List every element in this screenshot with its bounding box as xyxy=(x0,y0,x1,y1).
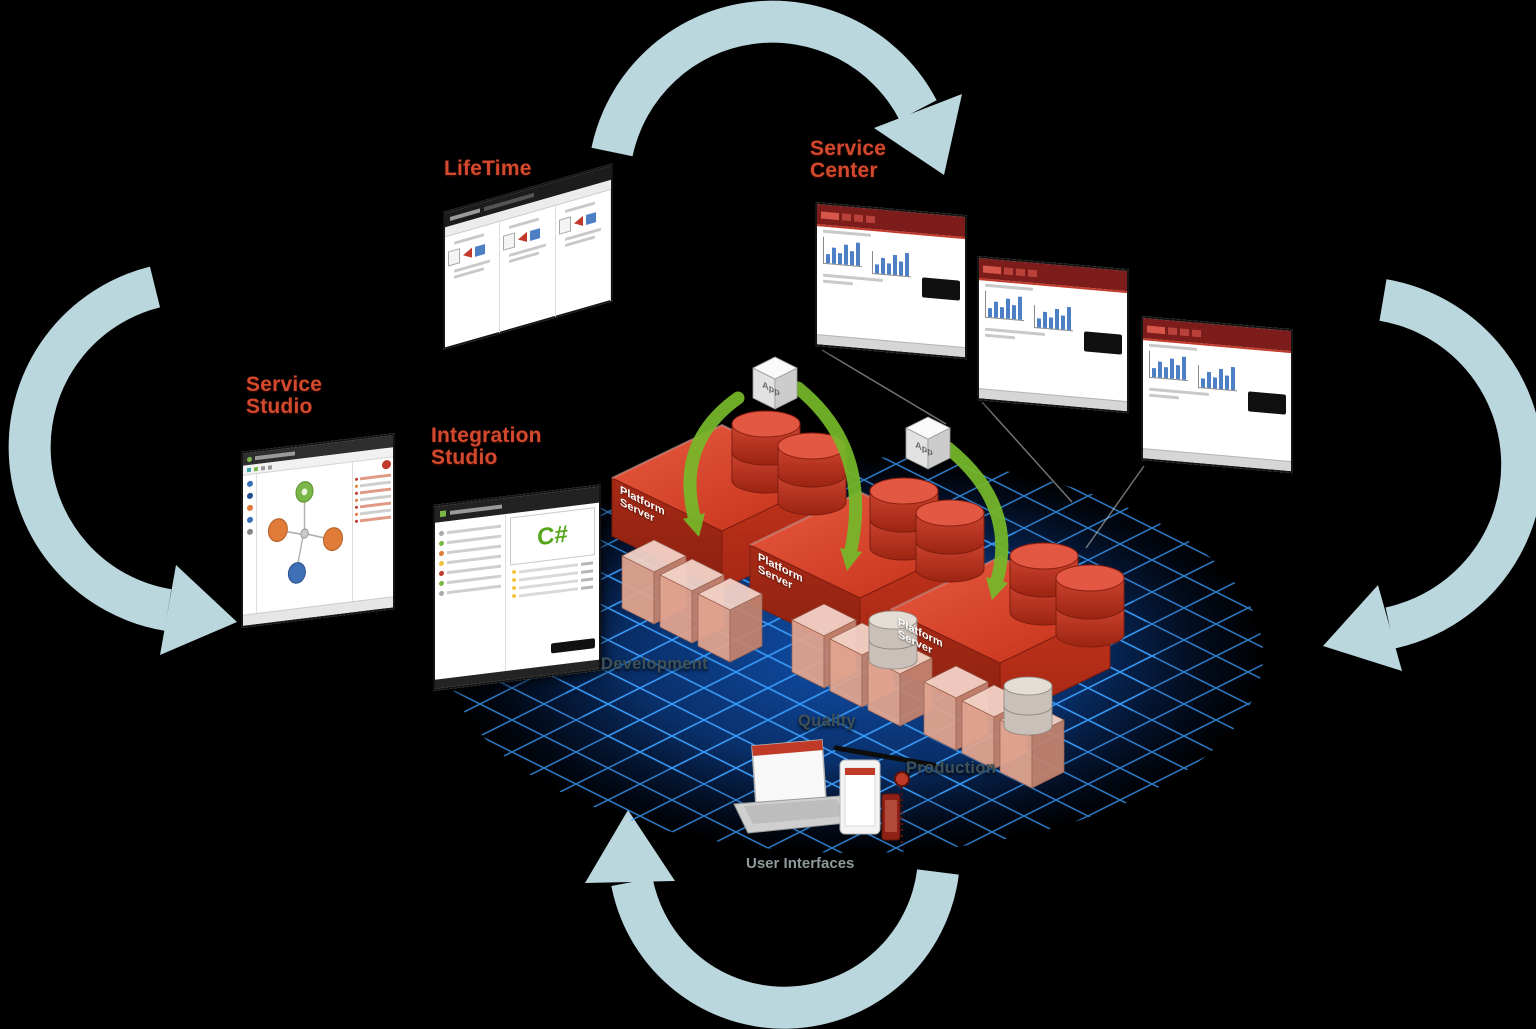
laptop xyxy=(733,739,857,834)
service-center-label: Service Center xyxy=(810,137,887,183)
cycle-arrow-right xyxy=(1323,279,1536,671)
bar-chart xyxy=(823,236,862,268)
server-rack-cluster-2 xyxy=(791,603,933,727)
code-panel: C# xyxy=(506,503,599,671)
connector-node xyxy=(300,528,309,539)
logo-chip xyxy=(1147,325,1165,334)
cycle-arrow-top xyxy=(591,0,962,175)
properties-sidebar xyxy=(352,457,393,604)
connection-lines xyxy=(821,349,1145,549)
code-language-text: C# xyxy=(537,520,568,552)
app-tile-icon xyxy=(530,227,541,241)
deploy-arrow-icon xyxy=(573,215,583,229)
entity-node xyxy=(287,562,306,584)
app-version-icon xyxy=(558,216,571,235)
summary-panel xyxy=(1084,331,1122,355)
service-center-monitor-2 xyxy=(977,256,1129,414)
app-cube-1 xyxy=(752,356,798,410)
green-arrow-1 xyxy=(683,391,745,537)
integration-studio-window: C# xyxy=(433,484,601,691)
flow-diagram-canvas xyxy=(257,462,352,615)
service-studio-window xyxy=(241,433,395,628)
logo-chip xyxy=(821,211,839,220)
environment-label-production: Production xyxy=(906,759,997,777)
green-arrow-2 xyxy=(791,381,863,571)
action-node xyxy=(267,518,288,543)
bar-chart xyxy=(985,290,1024,322)
console-panel xyxy=(551,638,595,654)
database-cylinders-3 xyxy=(1009,542,1125,648)
bar-chart xyxy=(1149,350,1188,382)
lifetime-column xyxy=(500,205,556,333)
lifetime-column xyxy=(555,189,611,317)
user-interfaces-label: User Interfaces xyxy=(746,855,855,872)
app-cube-2 xyxy=(905,416,951,470)
code-language-box: C# xyxy=(510,507,595,566)
extension-tree xyxy=(435,514,506,680)
summary-panel xyxy=(1248,391,1286,415)
cycle-arrow-left xyxy=(8,266,237,655)
app-icon xyxy=(247,456,252,462)
deploy-arrow-icon xyxy=(463,247,472,260)
green-arrows xyxy=(683,381,1009,600)
app-icon xyxy=(440,510,446,518)
environment-label-development: Development xyxy=(601,655,708,673)
service-center-monitor-3 xyxy=(1141,316,1293,474)
logo-chip xyxy=(983,265,1001,274)
action-node xyxy=(323,527,343,552)
app-tile-icon xyxy=(475,243,485,257)
publish-button-icon xyxy=(382,459,391,470)
phone xyxy=(881,793,901,841)
cycle-arrow-bottom xyxy=(585,810,959,1029)
integration-studio-label: Integration Studio xyxy=(431,424,542,470)
service-studio-label: Service Studio xyxy=(246,373,323,419)
user-devices xyxy=(733,739,937,843)
bar-chart xyxy=(1034,304,1073,332)
location-pin xyxy=(894,771,910,843)
app-tile-icon xyxy=(585,211,596,225)
flow-toolbox xyxy=(243,474,257,617)
cycle-arrows xyxy=(8,0,1536,1029)
server-racks xyxy=(621,539,1065,789)
tablet xyxy=(839,759,881,835)
environment-label-quality: Quality xyxy=(798,712,857,730)
lifetime-column xyxy=(445,221,501,349)
server-rack-cluster-1 xyxy=(621,539,763,663)
service-center-monitor-1 xyxy=(815,202,967,360)
database-cylinders-1 xyxy=(731,410,847,516)
database-cylinders-2 xyxy=(869,477,985,583)
summary-panel xyxy=(922,277,960,301)
lifetime-label: LifeTime xyxy=(444,157,532,180)
deploy-arrow-icon xyxy=(518,231,528,244)
pointer-line xyxy=(833,745,937,768)
app-version-icon xyxy=(503,232,516,251)
flow-diagram xyxy=(267,481,343,584)
green-arrow-3 xyxy=(941,441,1009,600)
app-version-icon xyxy=(448,248,460,267)
gray-storage-cylinders xyxy=(868,610,1053,736)
bar-chart xyxy=(872,250,911,278)
bar-chart xyxy=(1198,364,1237,392)
